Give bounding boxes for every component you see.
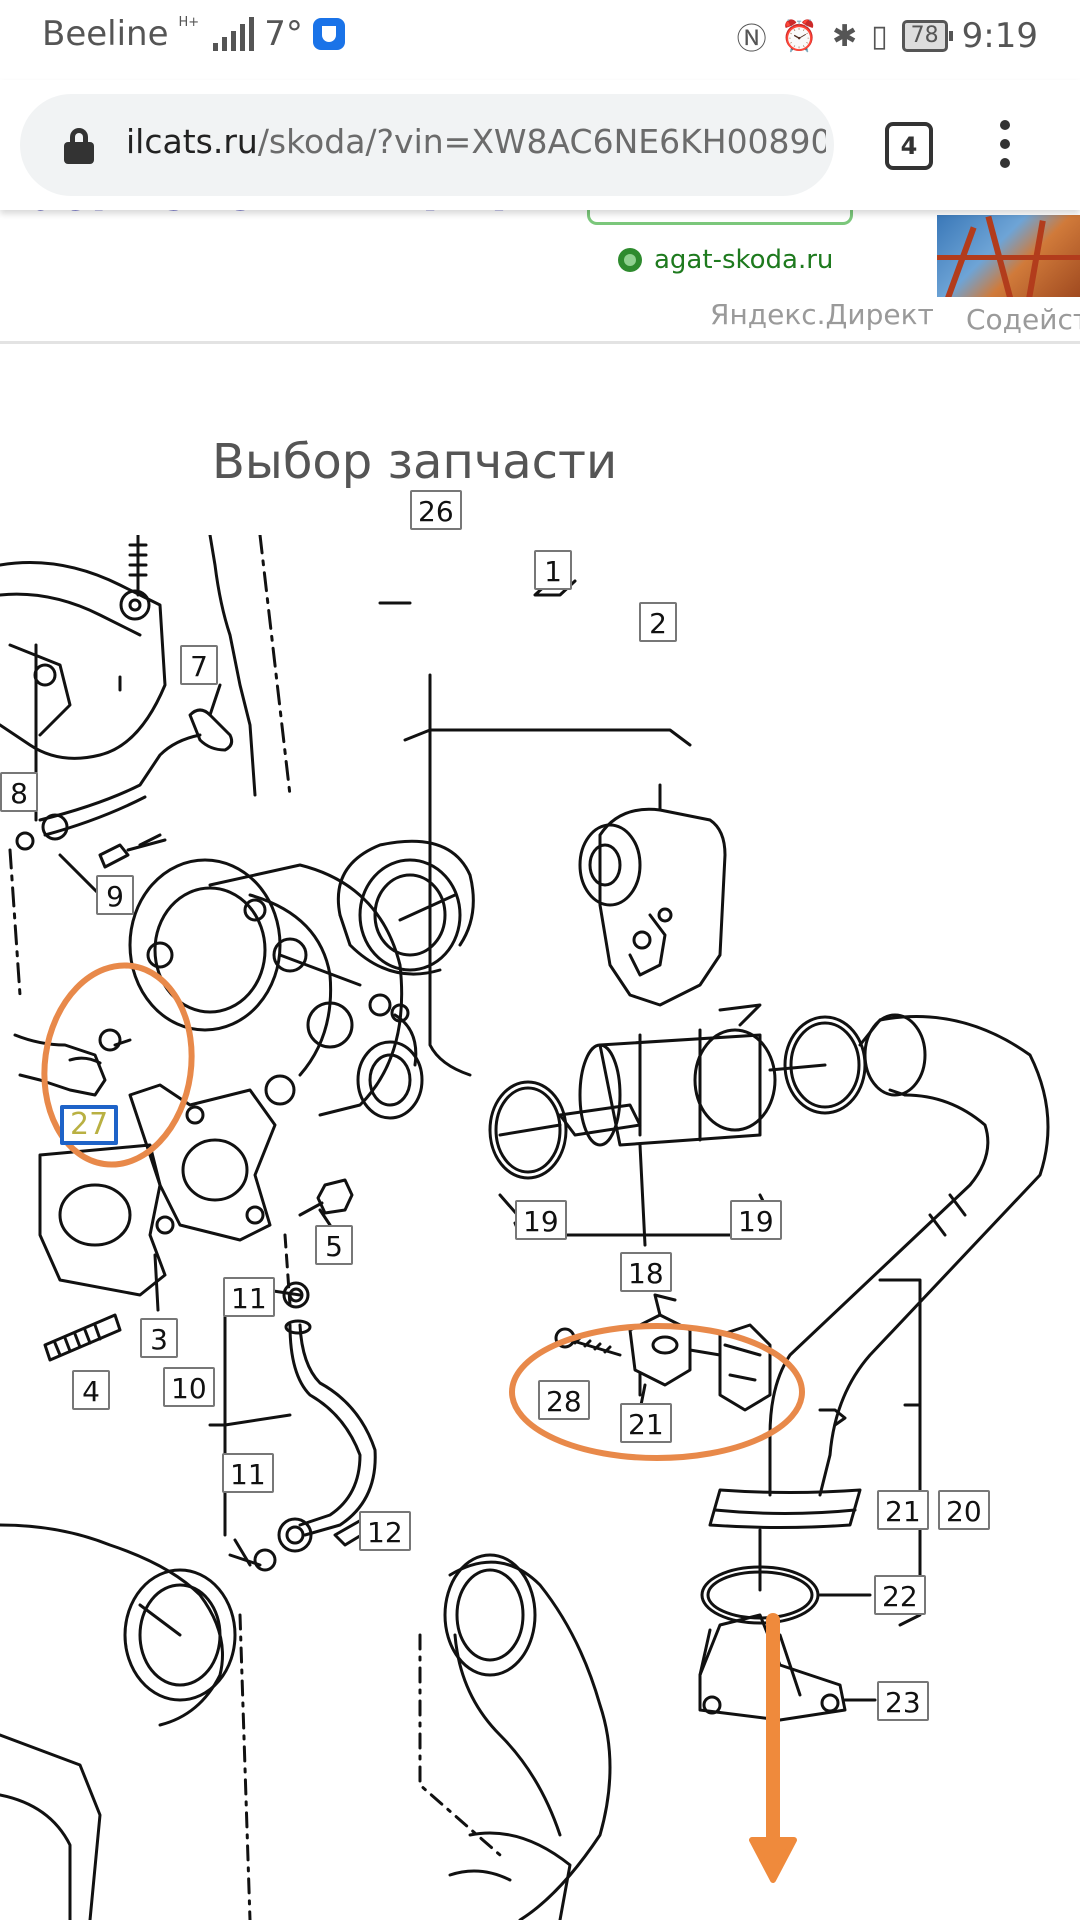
- part-label-2[interactable]: 2: [639, 602, 677, 642]
- ad-domain-link[interactable]: agat-skoda.ru: [618, 245, 833, 275]
- address-bar[interactable]: ilcats.ru/skoda/?vin=XW8AC6NE6KH00890: [20, 94, 834, 196]
- temperature: 7°: [264, 14, 303, 54]
- part-label-18[interactable]: 18: [620, 1252, 672, 1292]
- alarm-icon: ⏰: [780, 18, 818, 54]
- lock-icon[interactable]: [64, 128, 94, 164]
- part-label-12[interactable]: 12: [359, 1511, 411, 1551]
- part-label-8[interactable]: 8: [0, 772, 38, 812]
- part-label-7[interactable]: 7: [180, 645, 218, 685]
- part-label-21-sensor[interactable]: 21: [620, 1403, 672, 1443]
- network-type: H+: [178, 14, 200, 30]
- part-label-23[interactable]: 23: [877, 1681, 929, 1721]
- overflow-menu-icon[interactable]: [1000, 120, 1010, 168]
- battery-icon: 78: [901, 20, 953, 52]
- signal-icon: [213, 17, 255, 51]
- carrier-name: Beeline: [42, 14, 169, 54]
- globe-icon: [618, 248, 642, 272]
- url-path: /skoda/?vin=XW8AC6NE6KH00890: [257, 122, 826, 161]
- part-label-19-left[interactable]: 19: [515, 1200, 567, 1240]
- page-title: Выбор запчасти: [212, 434, 618, 490]
- ad-domain-text: agat-skoda.ru: [654, 245, 834, 275]
- vibrate-icon: ▯: [871, 18, 888, 54]
- clock: 9:19: [961, 16, 1038, 56]
- part-label-19-right[interactable]: 19: [730, 1200, 782, 1240]
- status-left: Beeline H+ 7°: [42, 14, 345, 54]
- part-label-5[interactable]: 5: [315, 1225, 353, 1265]
- shield-icon: [312, 18, 345, 50]
- part-label-22[interactable]: 22: [874, 1575, 926, 1615]
- part-label-26[interactable]: 26: [410, 490, 462, 530]
- part-label-1[interactable]: 1: [534, 550, 572, 590]
- part-label-21-pipe[interactable]: 21: [877, 1490, 929, 1530]
- part-label-28[interactable]: 28: [538, 1380, 590, 1420]
- ad-image[interactable]: [937, 215, 1080, 297]
- divider: [0, 341, 1080, 344]
- part-label-10[interactable]: 10: [163, 1367, 215, 1407]
- nfc-icon: Ⓝ: [736, 22, 767, 57]
- part-label-4[interactable]: 4: [72, 1370, 110, 1410]
- part-label-3[interactable]: 3: [140, 1318, 178, 1358]
- parts-diagram[interactable]: 26 1 7 2 8 9 27 19 19 5 18 11 3 10 28 4 …: [0, 490, 1080, 1920]
- diagram-drawing: [0, 535, 1050, 1920]
- part-label-27-selected[interactable]: 27: [60, 1105, 119, 1145]
- ad-source[interactable]: Яндекс.Директ: [710, 298, 934, 331]
- browser-toolbar: ilcats.ru/skoda/?vin=XW8AC6NE6KH00890 4: [0, 80, 1080, 210]
- part-label-11-bottom[interactable]: 11: [222, 1453, 274, 1493]
- tab-switcher-button[interactable]: 4: [885, 122, 933, 170]
- url-text[interactable]: ilcats.ru/skoda/?vin=XW8AC6NE6KH00890: [126, 122, 826, 161]
- ad-button[interactable]: [587, 196, 853, 225]
- url-domain: ilcats.ru: [126, 122, 258, 161]
- status-right: Ⓝ ⏰ ✱ ▯ 78 9:19: [737, 14, 1038, 58]
- part-label-20[interactable]: 20: [938, 1490, 990, 1530]
- bluetooth-icon: ✱: [831, 18, 858, 54]
- ad-source-secondary[interactable]: Содейст: [966, 303, 1080, 336]
- part-label-11-top[interactable]: 11: [223, 1277, 275, 1317]
- status-bar: Beeline H+ 7° Ⓝ ⏰ ✱ ▯ 78 9:19: [0, 0, 1080, 80]
- part-label-9[interactable]: 9: [96, 875, 134, 915]
